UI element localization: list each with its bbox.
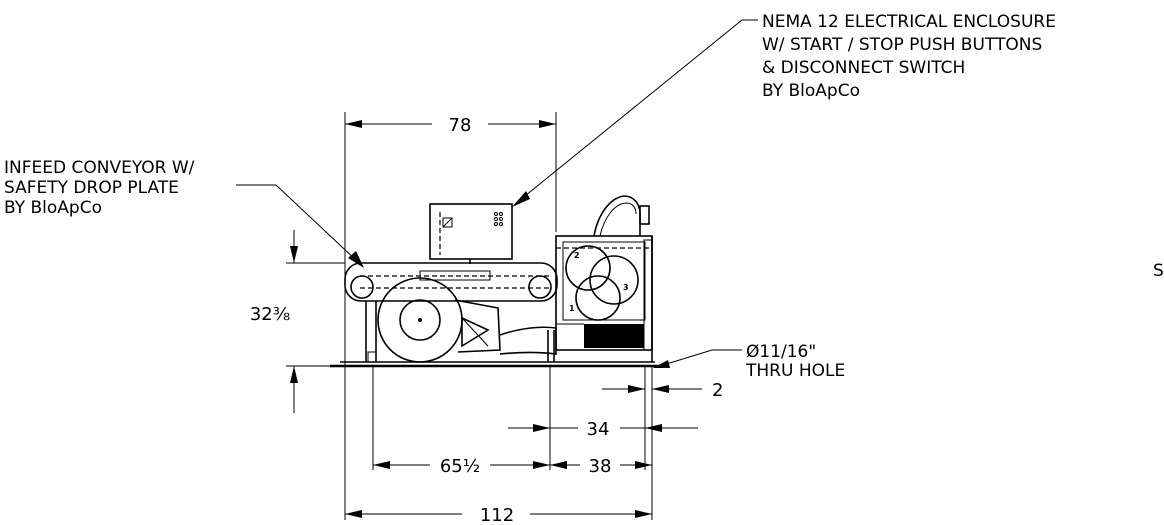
conveyor-belt — [344, 262, 558, 302]
bale-label-3: 3 — [623, 283, 629, 292]
blower-outlet — [454, 299, 501, 353]
hopper-ram — [556, 195, 650, 249]
infeed-conveyor — [344, 262, 558, 302]
hole-callout: Ø11/16" THRU HOLE — [653, 342, 845, 381]
dim-112: 112 — [345, 505, 652, 525]
conveyor-roller-right — [528, 275, 552, 299]
dim-2: 2 — [602, 380, 723, 401]
conveyor-callout-line-3: BY BloApCo — [4, 198, 102, 218]
bale-chamber: 2 3 1 — [555, 235, 653, 362]
conveyor-callout-line-1: INFEED CONVEYOR W/ — [4, 158, 195, 178]
bale-circle-1 — [575, 275, 621, 321]
bale-circle-3 — [589, 255, 639, 305]
hole-callout-line-2: THRU HOLE — [745, 361, 845, 381]
dim-112-label: 112 — [480, 505, 514, 525]
conveyor-roller-left — [350, 275, 374, 299]
ram-arm — [593, 195, 641, 237]
disconnect-switch-icon — [442, 217, 453, 228]
wire-mesh-panel — [584, 324, 644, 348]
dim-38: 38 — [550, 456, 652, 477]
hole-callout-line-1: Ø11/16" — [746, 342, 816, 362]
dim-65: 65½ — [373, 456, 550, 477]
conveyor-leader-arrow — [348, 251, 364, 268]
enclosure-callout-line-1: NEMA 12 ELECTRICAL ENCLOSURE — [762, 12, 1056, 32]
blower-inlet — [399, 299, 441, 341]
enclosure-box — [429, 203, 513, 260]
conveyor-callout-line-2: SAFETY DROP PLATE — [4, 178, 179, 198]
baler-machine: 2 3 1 — [330, 195, 660, 368]
push-buttons-icon — [494, 212, 503, 226]
enclosure-callout-line-3: & DISCONNECT SWITCH — [762, 58, 965, 78]
dim-34-label: 34 — [587, 419, 610, 440]
dim-38-label: 38 — [589, 456, 612, 477]
enclosure-callout: NEMA 12 ELECTRICAL ENCLOSURE W/ START / … — [512, 12, 1056, 207]
dim-height-label: 32⅜ — [250, 304, 290, 325]
edge-text-fragment: S — [1153, 261, 1164, 281]
dim-height: 32⅜ — [250, 230, 298, 413]
blower — [377, 277, 501, 363]
dim-78: 78 — [345, 115, 556, 136]
bale-circle-2 — [565, 245, 611, 291]
dim-2-label: 2 — [712, 380, 723, 401]
electrical-enclosure — [429, 203, 513, 264]
hole-leader-line — [659, 349, 742, 367]
conveyor-leader-line — [236, 184, 359, 263]
enclosure-leader-arrow — [512, 191, 530, 207]
enclosure-callout-line-4: BY BloApCo — [762, 81, 860, 101]
dim-65-label: 65½ — [440, 456, 480, 477]
enclosure-callout-line-2: W/ START / STOP PUSH BUTTONS — [762, 35, 1042, 55]
bale-label-1: 1 — [569, 304, 575, 313]
ram-cylinder — [639, 205, 650, 225]
dim-34: 34 — [508, 419, 698, 440]
conveyor-callout: INFEED CONVEYOR W/ SAFETY DROP PLATE BY … — [4, 158, 364, 268]
dim-78-label: 78 — [449, 115, 472, 136]
bale-label-2: 2 — [574, 251, 580, 260]
enclosure-leader-line — [519, 19, 758, 201]
